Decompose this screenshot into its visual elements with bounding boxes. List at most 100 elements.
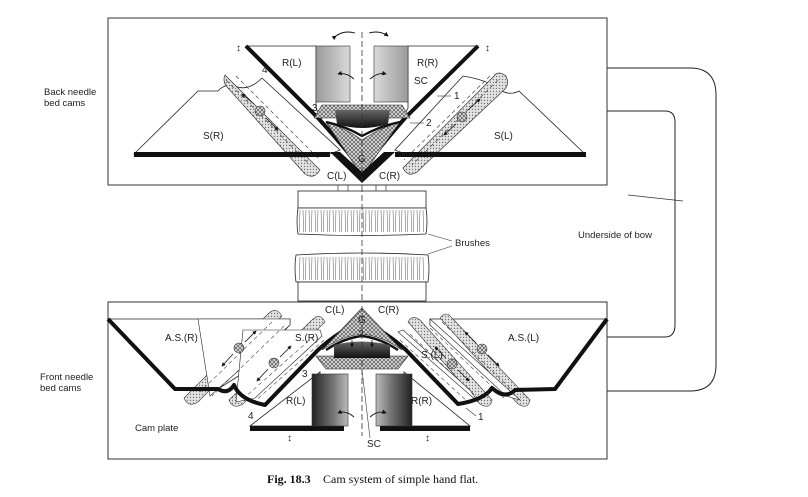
bristle <box>362 256 364 281</box>
bow <box>607 67 717 392</box>
bristle <box>299 209 301 233</box>
brushes: Brushes <box>294 185 490 308</box>
bristle <box>413 209 415 233</box>
bristle <box>416 256 418 281</box>
bristle <box>407 209 409 233</box>
bristle <box>371 209 373 233</box>
bristle <box>350 256 352 281</box>
bristle <box>371 256 373 281</box>
label-guard-front: G <box>358 315 366 326</box>
back-needle-bed: ↕ ↕ R(L) R(R) S(R) S(L) SC G C(L) C(R) 1… <box>107 17 608 186</box>
front-slots-right <box>183 310 326 407</box>
bristle <box>332 209 334 233</box>
bristle <box>308 209 310 233</box>
bristle <box>410 209 412 233</box>
label-num1-front: 1 <box>478 412 484 423</box>
label-stitch-left-front: S.(L) <box>421 350 443 361</box>
figure-number: Fig. 18.3 <box>267 472 311 486</box>
bristle <box>341 209 343 233</box>
bristle <box>350 209 352 233</box>
bristle <box>329 209 331 233</box>
bristle <box>344 256 346 281</box>
bristle <box>398 256 400 281</box>
bristle <box>377 209 379 233</box>
bristle <box>353 209 355 233</box>
bristle <box>341 256 343 281</box>
bristle <box>344 209 346 233</box>
label-aux-stitch-left: A.S.(L) <box>508 333 539 344</box>
label-clearing-left-front: C(L) <box>325 305 344 316</box>
stitch-slot-right <box>223 74 321 177</box>
label-aux-stitch-right: A.S.(R) <box>165 333 198 344</box>
bristle <box>392 209 394 233</box>
bristle <box>353 256 355 281</box>
front-updown-arrow-left-icon: ↕ <box>287 433 292 444</box>
label-clearing-right: C(R) <box>379 171 400 182</box>
label-num2-front: 2 <box>358 329 364 340</box>
bristle <box>302 256 304 281</box>
label-back-bed-1: Back needle <box>44 87 96 98</box>
bristle <box>335 256 337 281</box>
label-num1: 1 <box>454 91 460 102</box>
bristle <box>326 209 328 233</box>
front-switch-cam <box>334 341 390 358</box>
bristle <box>359 209 361 233</box>
label-switch-cam: SC <box>414 76 428 87</box>
label-num3: 3 <box>312 103 318 114</box>
bristle <box>362 209 364 233</box>
front-needle-bed: ↕ ↕ A.S.(R) A.S.(L) S.(R) S.(L) R(L) R(R… <box>106 301 609 460</box>
back-base-bar-right <box>395 152 586 157</box>
front-raising-block-left <box>311 373 349 427</box>
bristle <box>389 209 391 233</box>
bow-leader-line <box>627 194 684 202</box>
bristle <box>356 209 358 233</box>
bristle <box>419 209 421 233</box>
bristle <box>404 256 406 281</box>
label-stitch-right: S(R) <box>203 131 224 142</box>
bristle <box>380 209 382 233</box>
switch-cam <box>335 110 390 128</box>
updown-arrow-right-icon: ↕ <box>485 43 490 54</box>
bristle <box>368 256 370 281</box>
bristle <box>323 256 325 281</box>
label-num4-front: 4 <box>248 411 254 422</box>
bristle <box>380 256 382 281</box>
label-raising-right-front: R(R) <box>411 396 432 407</box>
front-slots-left <box>397 313 531 407</box>
updown-arrow-left-icon: ↕ <box>236 43 241 54</box>
label-num2: 2 <box>426 118 432 129</box>
bristle <box>386 256 388 281</box>
bristle <box>374 209 376 233</box>
bristle <box>347 256 349 281</box>
bristle <box>410 256 412 281</box>
bristle <box>311 256 313 281</box>
bristle <box>383 209 385 233</box>
bristle <box>383 256 385 281</box>
bristle <box>305 256 307 281</box>
label-raising-right: R(R) <box>417 58 438 69</box>
figure-caption: Cam system of simple hand flat. <box>323 472 478 486</box>
label-clearing-left: C(L) <box>327 171 346 182</box>
label-raising-left-front: R(L) <box>286 396 305 407</box>
bristle <box>422 256 424 281</box>
bristle <box>332 256 334 281</box>
bristle <box>329 256 331 281</box>
label-guard: G <box>358 154 366 165</box>
label-stitch-left: S(L) <box>494 131 513 142</box>
bristle <box>299 256 301 281</box>
bristle <box>317 256 319 281</box>
label-front-bed-1: Front needle <box>40 372 93 383</box>
label-front-bed-2: bed cams <box>40 383 81 394</box>
label-num4: 4 <box>262 65 268 76</box>
front-updown-arrow-right-icon: ↕ <box>425 433 430 444</box>
bristle <box>359 256 361 281</box>
bristle <box>305 209 307 233</box>
bristle <box>356 256 358 281</box>
bristle <box>365 209 367 233</box>
bristle <box>302 209 304 233</box>
label-raising-left: R(L) <box>282 58 301 69</box>
label-back-bed-2: bed cams <box>44 98 85 109</box>
label-clearing-right-front: C(R) <box>378 305 399 316</box>
bristle <box>374 256 376 281</box>
